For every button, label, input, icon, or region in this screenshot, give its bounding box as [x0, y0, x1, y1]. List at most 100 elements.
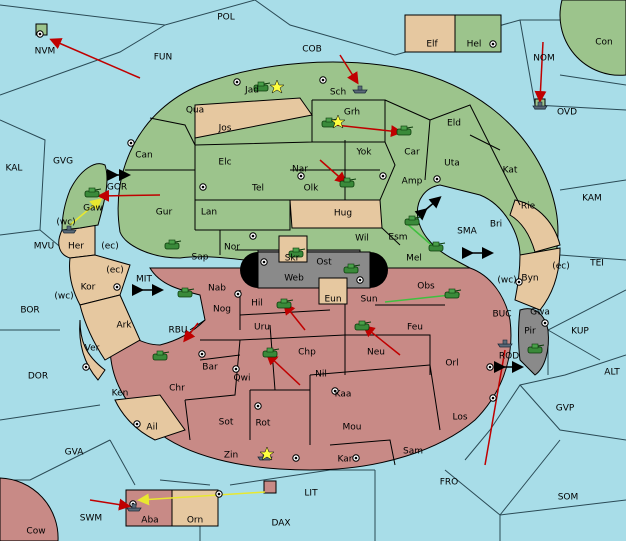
label-gaw: Gaw	[83, 204, 103, 214]
label-ail: Ail	[146, 423, 157, 433]
label-feu: Feu	[407, 323, 423, 333]
label-obs: Obs	[417, 282, 435, 292]
label-dax: DAX	[271, 519, 290, 529]
territory-lit-unit	[263, 480, 277, 494]
label-ark: Ark	[116, 321, 132, 331]
label-kat: Kat	[503, 166, 518, 176]
label-tel: Tel	[251, 184, 264, 194]
label-jad: Jad	[244, 86, 259, 96]
label-zin: Zin	[224, 451, 238, 461]
label-wc-3: (wc)	[497, 276, 516, 286]
label-rot: Rot	[256, 419, 271, 429]
label-mvu: MVU	[34, 242, 55, 252]
territory-pir[interactable]	[518, 308, 549, 376]
label-lit: LIT	[304, 489, 318, 499]
territory-cow[interactable]	[0, 477, 59, 541]
label-alt: ALT	[604, 368, 620, 378]
label-wil: Wil	[355, 234, 369, 244]
continent-south	[109, 267, 512, 471]
label-esm: Esm	[388, 233, 407, 243]
label-nvm: NVM	[35, 47, 56, 57]
label-nar: Nar	[292, 165, 308, 175]
label-neu: Neu	[367, 348, 385, 358]
label-car: Car	[404, 148, 420, 158]
label-kaa: Kaa	[335, 390, 352, 400]
label-chp: Chp	[298, 348, 316, 358]
label-bri: Bri	[490, 220, 502, 230]
label-mit: MIT	[136, 275, 152, 285]
label-kor: Kor	[81, 283, 96, 293]
label-kar: Kar	[338, 455, 353, 465]
label-kal: KAL	[6, 164, 23, 174]
territory-elf[interactable]	[404, 14, 456, 53]
label-gva: GVA	[65, 448, 85, 458]
label-skr: Skr	[285, 254, 300, 264]
label-mel: Mel	[406, 254, 422, 264]
label-qwi: Qwi	[234, 374, 251, 384]
label-wc-1: (wc)	[56, 218, 75, 228]
territory-kor[interactable]	[69, 254, 131, 306]
label-tei: TEI	[589, 259, 604, 269]
label-ost: Ost	[316, 258, 332, 268]
label-gvg: GVG	[53, 157, 73, 167]
label-ovd: OVD	[557, 108, 577, 118]
territory-ail[interactable]	[114, 394, 186, 441]
label-kam: KAM	[582, 194, 602, 204]
label-nog: Nog	[213, 305, 231, 315]
label-eun: Eun	[324, 295, 341, 305]
label-sap: Sap	[192, 253, 209, 263]
label-ken: Ken	[112, 389, 129, 399]
label-fro: FRO	[440, 478, 459, 488]
label-sot: Sot	[219, 418, 234, 428]
label-swm: SWM	[80, 514, 102, 524]
territory-rie[interactable]	[509, 199, 561, 253]
label-hug: Hug	[334, 209, 352, 219]
label-sun: Sun	[360, 295, 377, 305]
label-chr: Chr	[169, 384, 185, 394]
star-icon	[259, 79, 346, 461]
label-elc: Elc	[218, 158, 231, 168]
label-mou: Mou	[343, 423, 362, 433]
label-buc: BUC	[492, 310, 511, 320]
label-cow: Cow	[26, 527, 45, 537]
label-her: Her	[68, 242, 84, 252]
label-uru: Uru	[254, 323, 270, 333]
label-can: Can	[135, 151, 153, 161]
label-uta: Uta	[444, 159, 460, 169]
label-gur: Gur	[156, 208, 173, 218]
label-yok: Yok	[355, 148, 372, 158]
label-byn: Byn	[521, 274, 538, 284]
label-aba: Aba	[141, 516, 158, 526]
label-web: Web	[284, 274, 304, 284]
label-orn: Orn	[187, 516, 203, 526]
label-eld: Eld	[447, 119, 461, 129]
label-sch: Sch	[330, 88, 346, 98]
label-nom: NOM	[533, 54, 555, 64]
label-pir: Pir	[524, 327, 536, 337]
label-olk: Olk	[304, 184, 320, 194]
label-som: SOM	[558, 493, 579, 503]
label-kup: KUP	[571, 327, 589, 337]
label-amp: Amp	[402, 177, 423, 187]
label-ec-3: (ec)	[552, 262, 570, 272]
label-nor: Nor	[224, 243, 240, 253]
label-gwa: Gwa	[530, 308, 550, 318]
label-nab: Nab	[208, 284, 226, 294]
label-con: Con	[595, 38, 613, 48]
label-rbu: RBU	[168, 326, 187, 336]
territory-ark[interactable]	[79, 294, 141, 361]
label-fun: FUN	[154, 53, 173, 63]
label-dor: DOR	[28, 372, 48, 382]
territory-ver[interactable]	[79, 319, 106, 381]
label-rod: ROD	[499, 352, 519, 362]
territory-byn[interactable]	[514, 247, 561, 311]
label-nil: Nil	[315, 370, 327, 380]
territory-labels: POL FUN COB NVM Elf Hel Con NOM OVD KAL …	[6, 13, 621, 537]
territory-eun-box	[318, 277, 348, 305]
territory-con[interactable]	[559, 0, 626, 76]
label-los: Los	[452, 413, 467, 423]
label-gor: GOR	[107, 183, 127, 193]
label-sam: Sam	[403, 447, 423, 457]
label-elf: Elf	[426, 40, 438, 50]
